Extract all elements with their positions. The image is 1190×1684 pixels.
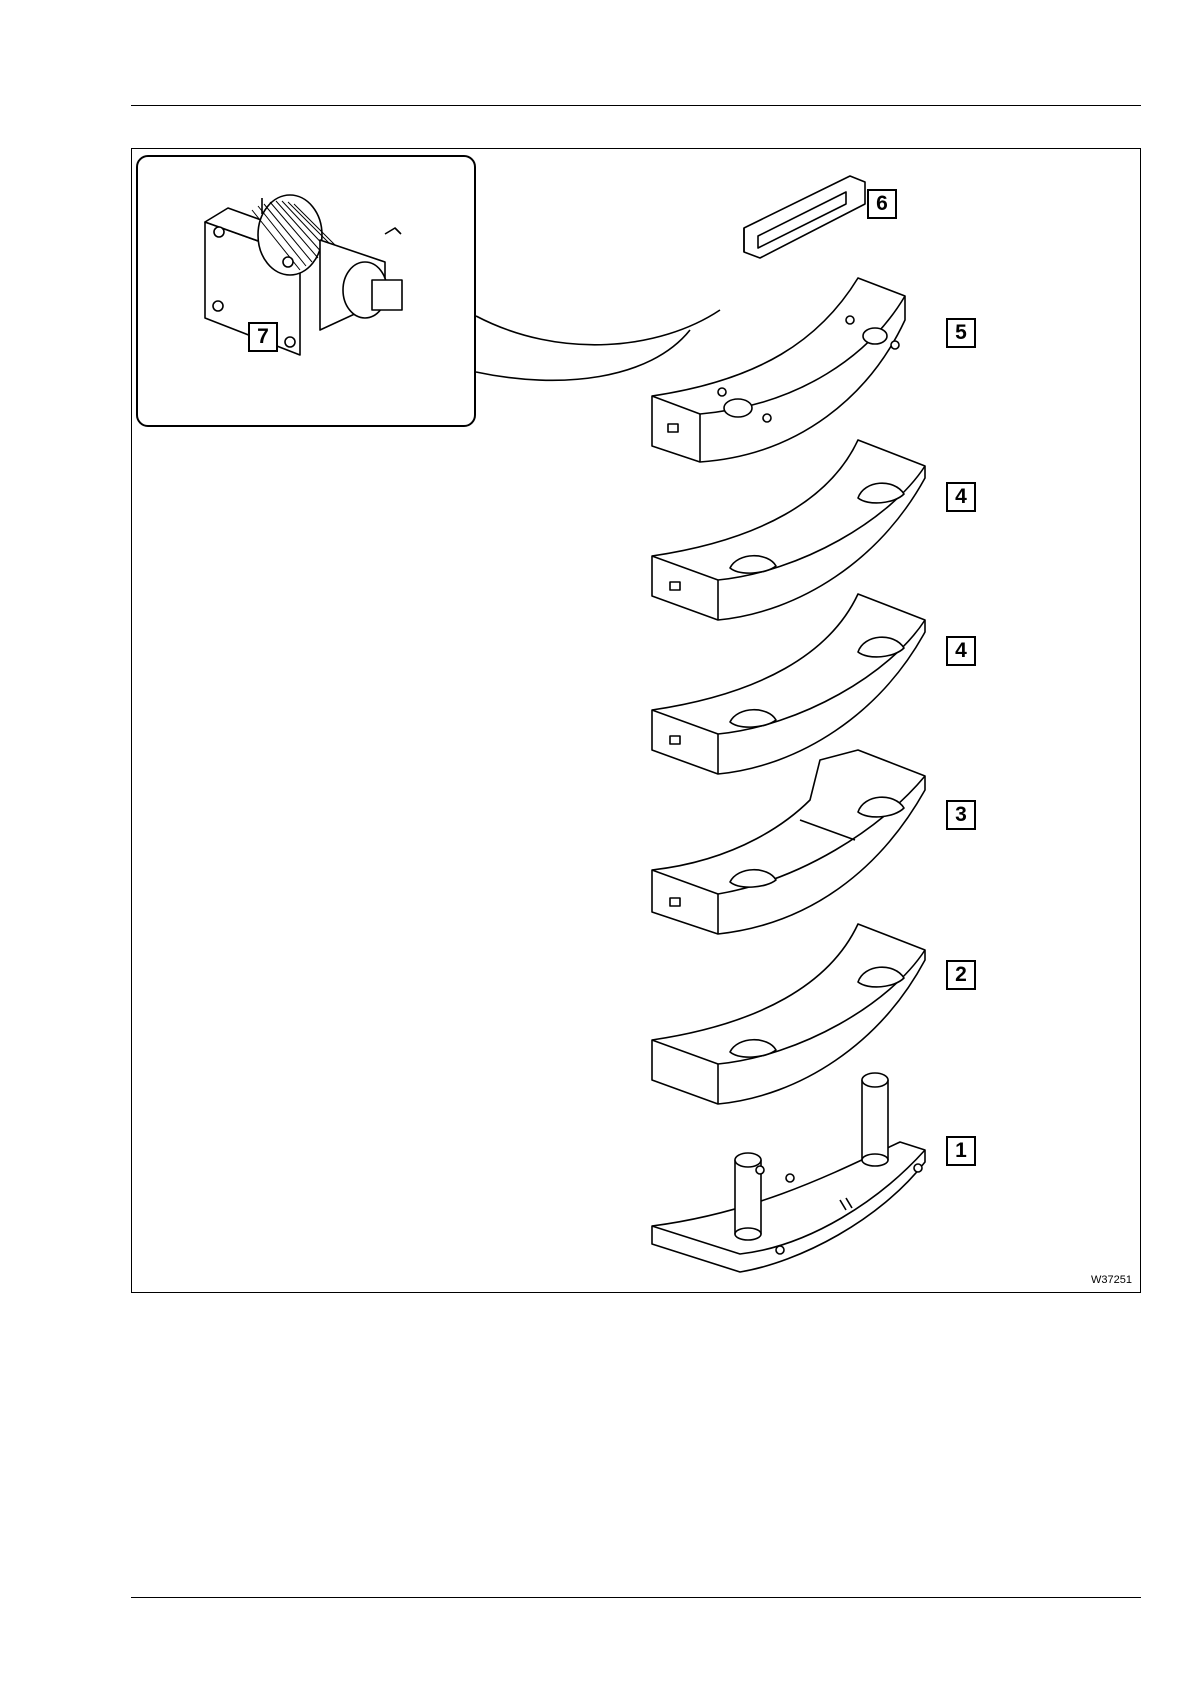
inset-connector [476, 310, 720, 345]
part-4b-plate [652, 594, 925, 774]
callout-part-7: 7 [248, 322, 278, 352]
callout-part-2: 2 [946, 960, 976, 990]
callout-part-4a: 4 [946, 482, 976, 512]
part-3-plate [652, 750, 925, 934]
callout-part-5: 5 [946, 318, 976, 348]
part-5-plate [652, 278, 905, 462]
callout-part-3: 3 [946, 800, 976, 830]
callout-part-1: 1 [946, 1136, 976, 1166]
callout-part-6: 6 [867, 189, 897, 219]
part-6-bracket [744, 176, 865, 258]
part-1-base [652, 1073, 925, 1272]
part-4a-plate [652, 440, 925, 620]
winch-inset-frame [136, 155, 476, 427]
footer-rule [131, 1597, 1141, 1598]
callout-part-4b: 4 [946, 636, 976, 666]
